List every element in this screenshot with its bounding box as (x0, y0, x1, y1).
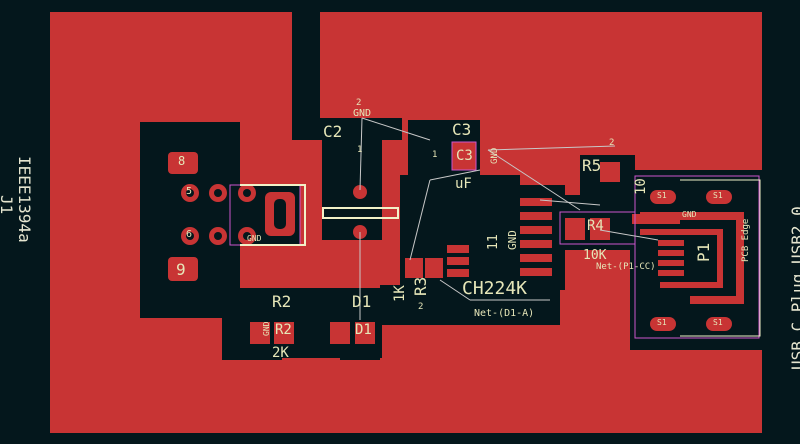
trace-dp[interactable] (640, 229, 723, 288)
c3-pad-1[interactable] (451, 141, 477, 171)
usb-courtyard (634, 175, 760, 339)
fragment-10k-label: 10K (583, 248, 607, 263)
r2-pad-2[interactable] (274, 322, 294, 344)
pcb-edge-label: PCB Edge (741, 218, 751, 262)
ch224k-label: CH224K (462, 278, 528, 299)
r3-label: R3 (411, 276, 430, 296)
num-2-right: 2 (609, 138, 615, 148)
net-p1-cc-label: Net-(P1-CC) (596, 262, 656, 272)
gnd-p1-label: GND (682, 210, 697, 219)
usb-shield-tr: S1 (713, 191, 723, 200)
j1-name-label: IEEE1394a (15, 156, 34, 243)
r2-pad-label: R2 (275, 322, 292, 338)
pad-10-label: 10 (633, 178, 649, 195)
c2-area[interactable] (292, 118, 402, 140)
pin-5-label: 5 (186, 186, 193, 197)
r2-top-label: R2 (272, 292, 292, 311)
trace-cc[interactable] (640, 212, 744, 304)
d1-top-label: D1 (352, 292, 372, 311)
num-1-right: 1 (432, 150, 438, 160)
num-2-r3: 2 (418, 302, 424, 312)
r3-pad-1[interactable] (405, 258, 423, 278)
r2-value-label: 2K (272, 345, 289, 361)
d1-pad-1[interactable] (330, 322, 350, 344)
gnd-mid-label: GND (490, 147, 500, 164)
r5-label: R5 (582, 156, 602, 175)
usb-trace-pad[interactable] (632, 214, 680, 224)
r5-pad-1[interactable] (600, 162, 620, 182)
j1-ref-label: J1 (0, 195, 16, 215)
gnd-r2-label: GND (262, 321, 271, 336)
net-d1-channel[interactable] (380, 285, 560, 325)
usb-pads[interactable] (650, 190, 732, 331)
gnd-left-label: GND (247, 234, 262, 243)
d1-pad-label: D1 (355, 322, 372, 338)
usb-silk (680, 179, 761, 337)
c3-pad-label: C3 (456, 148, 473, 164)
net-d1-a-label: Net-(D1-A) (474, 308, 535, 319)
pad-11-label: 11 (486, 234, 501, 250)
j1-pads[interactable] (168, 152, 295, 281)
c3-top-label: C3 (452, 120, 472, 139)
c2-silk (322, 207, 399, 219)
pin-9-label: 9 (176, 260, 186, 279)
r2-pad-1[interactable] (250, 322, 270, 344)
num-2-top: 2 (356, 98, 362, 108)
usb-name-label: USB_C_Plug_USB2.0 (788, 206, 800, 370)
ratsnest (359, 117, 659, 320)
pin-8-label: 8 (178, 154, 186, 168)
c2-label: C2 (323, 122, 343, 141)
fragment-1k-label: 1K (392, 285, 408, 302)
d1-pad-2[interactable] (355, 322, 375, 344)
gnd-top-label: GND (353, 108, 372, 119)
pin-6-label: 6 (186, 229, 193, 240)
r4-courtyard (559, 211, 636, 245)
c2-via-top[interactable] (353, 185, 367, 199)
uf-label: uF (455, 176, 472, 192)
num-1-top: 1 (357, 145, 363, 155)
j1-silk (240, 184, 306, 246)
gnd-chip-label: GND (506, 230, 519, 250)
r3-pad-2[interactable] (425, 258, 443, 278)
usb-shield-br: S1 (713, 318, 723, 327)
c2-body[interactable] (322, 140, 382, 240)
ch224k-pads[interactable] (447, 198, 552, 277)
usb-shield-bl: S1 (657, 318, 667, 327)
r4-pad-1[interactable] (565, 218, 585, 240)
p1-label: P1 (694, 242, 713, 262)
r4-pad-2[interactable] (590, 218, 610, 240)
usb-shield-tl: S1 (657, 191, 667, 200)
r4-label: R4 (587, 218, 604, 234)
